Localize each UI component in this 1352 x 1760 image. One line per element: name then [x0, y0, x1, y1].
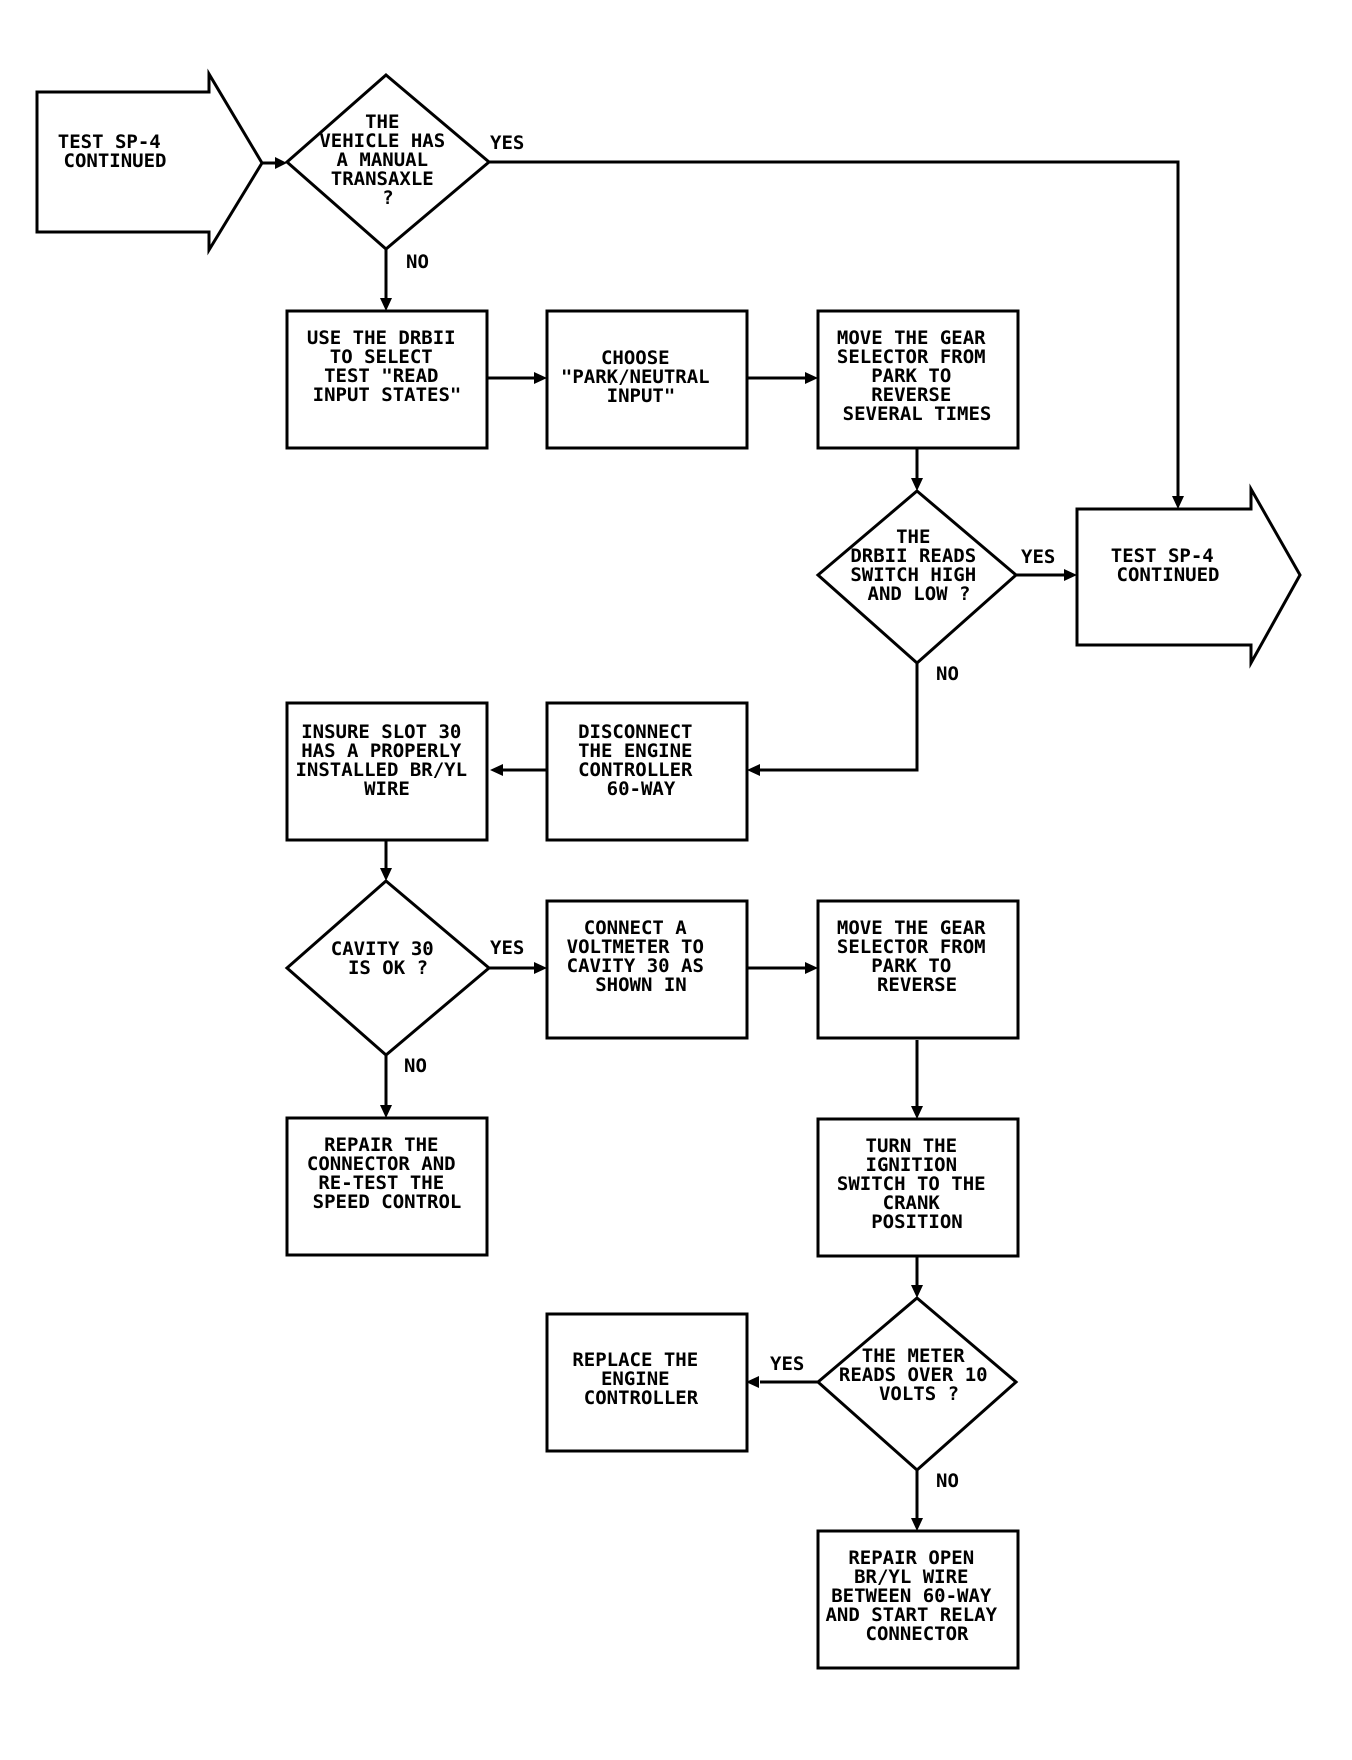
edge-label-yes: YES — [490, 937, 524, 959]
decision-drbii-reads — [815, 489, 1019, 666]
box-connect-voltmeter — [545, 899, 749, 1040]
connect-voltmeter-text: CONNECT A VOLTMETER TO CAVITY 30 AS SHOW… — [567, 917, 716, 996]
edge-label-yes: YES — [1021, 546, 1055, 568]
entry-arrow-shape — [35, 68, 264, 256]
choose-text: CHOOSE "PARK/NEUTRAL INPUT" — [561, 347, 721, 407]
arrowhead-right — [1064, 569, 1077, 581]
decision-cavity-ok — [284, 879, 492, 1057]
arrowhead-down — [911, 1518, 923, 1531]
arrowhead-down — [911, 478, 923, 491]
insure-slot-text: INSURE SLOT 30 HAS A PROPERLY INSTALLED … — [295, 721, 478, 800]
decision-manual-transaxle — [284, 73, 492, 251]
node-texts: TEST SP-4 CONTINUED THE VEHICLE HAS A MA… — [58, 111, 1225, 1645]
box-choose — [545, 309, 749, 450]
repair-open-text: REPAIR OPEN BR/YL WIRE BETWEEN 60-WAY AN… — [825, 1547, 1008, 1645]
arrowheads — [275, 157, 1184, 1531]
arrowhead-down — [380, 1105, 392, 1118]
arrowhead-left — [490, 764, 503, 776]
connectors — [262, 160, 1180, 1518]
box-repair-connector — [285, 1116, 489, 1257]
arrowhead-left — [747, 764, 760, 776]
arrowhead-down — [380, 868, 392, 881]
shapes — [35, 68, 1302, 1670]
decision-drbii-text: THE DRBII READS SWITCH HIGH AND LOW ? — [850, 526, 987, 605]
replace-controller-text: REPLACE THE ENGINE CONTROLLER — [572, 1349, 709, 1409]
exit-text: TEST SP-4 CONTINUED — [1111, 545, 1225, 586]
arrowhead-right — [534, 962, 547, 974]
arrowhead-left — [746, 1376, 759, 1388]
edge-label-no: NO — [404, 1055, 427, 1077]
arrowhead-right — [275, 157, 287, 169]
move-gear-2-text: MOVE THE GEAR SELECTOR FROM PARK TO REVE… — [837, 917, 997, 996]
box-move-gear-1 — [816, 309, 1020, 450]
edge-label-yes: YES — [770, 1353, 804, 1375]
exit-arrow-shape — [1075, 483, 1302, 669]
box-repair-open — [816, 1529, 1020, 1670]
box-use-drbii — [285, 309, 489, 450]
decision-meter-reads — [815, 1296, 1019, 1473]
arrowhead-right — [534, 372, 547, 384]
arrowhead-down — [911, 1106, 923, 1119]
box-turn-ignition — [816, 1117, 1020, 1258]
entry-text: TEST SP-4 CONTINUED — [58, 131, 172, 172]
edge-q-drbii-no — [760, 663, 919, 772]
edge-q-manual-yes — [489, 160, 1180, 497]
box-disconnect — [545, 701, 749, 842]
decision-manual-text: THE VEHICLE HAS A MANUAL TRANSAXLE ? — [319, 111, 456, 209]
box-replace-controller — [545, 1312, 749, 1453]
disconnect-text: DISCONNECT THE ENGINE CONTROLLER 60-WAY — [578, 721, 704, 800]
arrowhead-down — [911, 1285, 923, 1298]
arrowhead-down — [1172, 496, 1184, 509]
decision-cavity-text: CAVITY 30 IS OK ? — [331, 938, 445, 979]
edge-label-no: NO — [936, 663, 959, 685]
turn-ignition-text: TURN THE IGNITION SWITCH TO THE CRANK PO… — [837, 1135, 997, 1233]
box-move-gear-2 — [816, 899, 1020, 1040]
arrowhead-right — [805, 372, 818, 384]
decision-meter-text: THE METER READS OVER 10 VOLTS ? — [839, 1345, 999, 1405]
arrowhead-down — [380, 298, 392, 311]
edge-label-yes: YES — [490, 132, 524, 154]
repair-connector-text: REPAIR THE CONNECTOR AND RE-TEST THE SPE… — [307, 1134, 467, 1213]
arrowhead-right — [805, 962, 818, 974]
edge-label-no: NO — [406, 251, 429, 273]
edge-labels: YES NO YES NO YES NO YES NO — [404, 132, 1055, 1492]
move-gear-1-text: MOVE THE GEAR SELECTOR FROM PARK TO REVE… — [837, 327, 997, 425]
edge-label-no: NO — [936, 1470, 959, 1492]
box-insure-slot — [285, 701, 489, 842]
use-drbii-text: USE THE DRBII TO SELECT TEST "READ INPUT… — [307, 327, 467, 406]
